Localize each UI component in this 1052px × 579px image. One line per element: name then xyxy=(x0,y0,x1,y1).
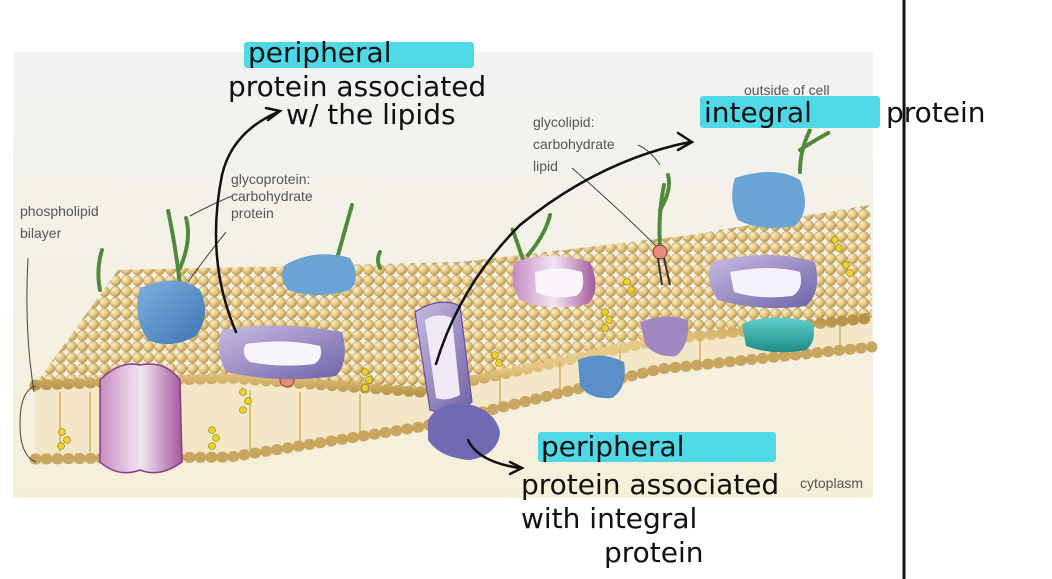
glycolipid-tail xyxy=(657,257,663,286)
surface-protein-blue-right xyxy=(732,171,805,228)
label-cytoplasm: cytoplasm xyxy=(800,475,863,491)
label-leaders xyxy=(19,144,661,463)
note-with-lipids: w/ the lipids xyxy=(286,98,456,131)
label-outside-of-cell: outside of cell xyxy=(744,82,830,98)
note-protein-bottom: protein xyxy=(604,536,704,569)
note-peripheral-bottom: peripheral xyxy=(541,430,685,463)
highlight-integral xyxy=(700,96,880,128)
note-peripheral-top: peripheral xyxy=(248,36,392,69)
small-protein-purple xyxy=(640,316,689,357)
highlight-peripheral-top xyxy=(244,42,474,68)
label-glycoprotein: glycoprotein: xyxy=(231,171,310,187)
label-glycoprotein-carbohydrate: carbohydrate xyxy=(231,188,313,204)
label-glycolipid-lipid: lipid xyxy=(533,158,558,174)
peripheral-protein-integral-associated xyxy=(428,403,500,460)
surface-protein-blue xyxy=(282,254,356,295)
note-integral-protein: protein xyxy=(886,96,986,129)
glycolipid-head xyxy=(652,244,668,260)
note-protein-associated-top: protein associated xyxy=(228,70,486,103)
label-phospholipid: phospholipid xyxy=(20,203,99,219)
note-integral: integral xyxy=(704,96,812,129)
label-glycolipid-carbohydrate: carbohydrate xyxy=(533,136,615,152)
channel-protein-magenta xyxy=(99,363,183,474)
teal-protein xyxy=(742,317,814,353)
label-glycolipid: glycolipid: xyxy=(533,114,594,130)
cholesterol-clusters xyxy=(57,236,854,450)
note-protein-associated-bottom: protein associated xyxy=(521,468,779,501)
highlight-peripheral-bottom xyxy=(538,432,776,462)
annotation-arrows xyxy=(214,106,695,476)
label-bilayer: bilayer xyxy=(20,225,62,241)
label-glycoprotein-protein: protein xyxy=(231,205,274,221)
lower-protein-blue xyxy=(578,355,625,399)
note-with-integral: with integral xyxy=(521,502,697,535)
glycoprotein-blue xyxy=(137,280,206,345)
